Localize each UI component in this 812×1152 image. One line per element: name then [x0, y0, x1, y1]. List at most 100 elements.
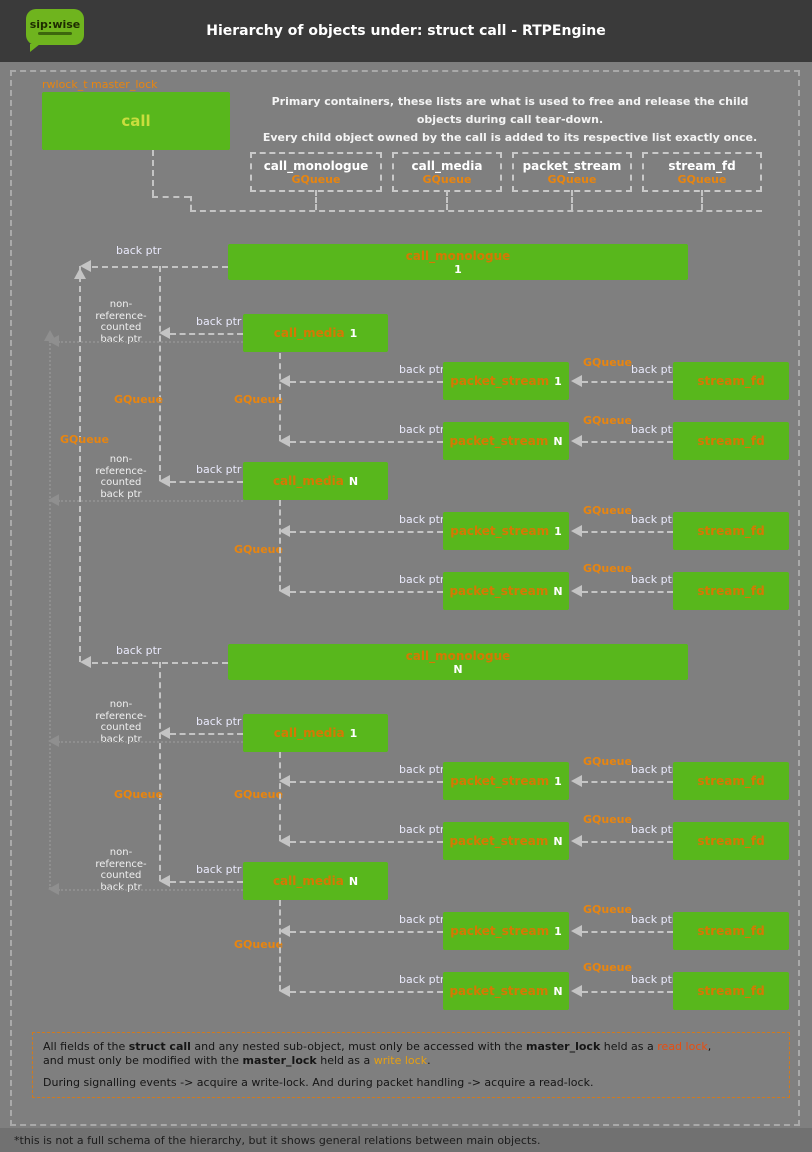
packet-stream-box: packet_stream 1	[443, 362, 569, 400]
note-text: and any nested sub-object, must only be …	[190, 1040, 527, 1053]
queue-box-call-media: call_media GQueue	[392, 152, 502, 192]
note-text: ,	[707, 1040, 712, 1053]
arrow-left-icon	[571, 775, 582, 787]
arrow-left-icon	[159, 875, 170, 887]
arrow-left-icon	[159, 727, 170, 739]
back-ptr-label: back ptr	[631, 763, 677, 776]
back-ptr-label: back ptr	[196, 463, 242, 476]
note-text: All fields of the	[43, 1040, 129, 1053]
node-number: N	[553, 834, 563, 848]
connector-line	[582, 531, 673, 533]
node-name: stream_fd	[697, 924, 765, 938]
arrow-left-icon	[279, 835, 290, 847]
queue-box-stream-fd: stream_fd GQueue	[642, 152, 762, 192]
monologue-media-trunk	[159, 662, 161, 881]
back-ptr-label: back ptr	[631, 913, 677, 926]
node-name: stream_fd	[697, 584, 765, 598]
arrow-left-icon	[571, 435, 582, 447]
arrow-left-icon	[571, 985, 582, 997]
packet-stream-box: packet_stream N	[443, 572, 569, 610]
node-name: packet_stream	[449, 584, 549, 598]
node-number: 1	[349, 326, 358, 340]
arrow-left-icon	[571, 585, 582, 597]
call-monologue-n-bar: call_monologue N	[228, 644, 688, 680]
arrow-left-icon	[279, 585, 290, 597]
connector-line	[290, 841, 443, 843]
arrow-left-icon	[159, 327, 170, 339]
queue-name: packet_stream	[522, 159, 622, 173]
gqueue-label: GQueue	[583, 961, 632, 974]
connector-line	[190, 196, 192, 210]
back-ptr-label: back ptr	[631, 513, 677, 526]
note-text: held as a	[600, 1040, 658, 1053]
arrow-left-icon	[571, 835, 582, 847]
nonref-connector-line	[58, 889, 243, 891]
back-ptr-label: back ptr	[399, 823, 445, 836]
stream-fd-box: stream_fd	[673, 972, 789, 1010]
connector-line	[290, 781, 443, 783]
connector-line	[290, 591, 443, 593]
packet-stream-box: packet_stream 1	[443, 912, 569, 950]
node-name: stream_fd	[697, 374, 765, 388]
gqueue-label: GQueue	[234, 393, 283, 406]
packet-stream-box: packet_stream 1	[443, 762, 569, 800]
node-name: call_media	[273, 726, 345, 740]
call-box: call	[42, 92, 230, 150]
note-text: held as a	[316, 1053, 374, 1067]
sipwise-logo: sip:wise	[26, 9, 84, 52]
arrow-left-icon	[279, 525, 290, 537]
stream-fd-box: stream_fd	[673, 362, 789, 400]
write-lock-text: write lock	[373, 1053, 428, 1067]
node-name: call_media	[272, 474, 344, 488]
node-name: packet_stream	[450, 924, 550, 938]
connector-line	[290, 991, 443, 993]
diagram-frame	[10, 70, 800, 1126]
packet-stream-box: packet_stream N	[443, 422, 569, 460]
backptr-trunk	[79, 266, 81, 662]
arrow-up-icon	[74, 268, 86, 279]
back-ptr-label: back ptr	[399, 763, 445, 776]
node-name: call_media	[273, 326, 345, 340]
queue-name: call_monologue	[263, 159, 369, 173]
arrow-left-icon	[571, 375, 582, 387]
note-line-3: During signalling events -> acquire a wr…	[43, 1076, 594, 1089]
gqueue-label: GQueue	[583, 813, 632, 826]
node-name: packet_stream	[450, 774, 550, 788]
gqueue-label: GQueue	[422, 173, 472, 186]
connector-line	[582, 781, 673, 783]
note-text: and must only be modified with the	[43, 1053, 243, 1067]
note-line-1: All fields of the struct call and any ne…	[43, 1040, 779, 1054]
node-number: 1	[554, 374, 562, 388]
arrow-left-icon	[48, 494, 59, 506]
back-ptr-label: back ptr	[196, 863, 242, 876]
connector-line	[290, 531, 443, 533]
stream-fd-box: stream_fd	[673, 822, 789, 860]
media-stream-trunk	[279, 353, 281, 441]
connector-line	[571, 190, 573, 210]
node-number: 1	[554, 924, 562, 938]
node-name: stream_fd	[697, 774, 765, 788]
arrow-left-icon	[80, 260, 91, 272]
back-ptr-label: back ptr	[631, 423, 677, 436]
back-ptr-label: back ptr	[631, 363, 677, 376]
connector-line	[582, 441, 673, 443]
stream-fd-box: stream_fd	[673, 512, 789, 550]
nonref-backptr-trunk	[49, 341, 51, 889]
node-number: N	[348, 874, 359, 888]
connector-line	[170, 881, 243, 883]
node-name: stream_fd	[697, 524, 765, 538]
call-media-box: call_media 1	[243, 314, 388, 352]
nonref-backptr-label: non- reference- counted back ptr	[95, 454, 147, 500]
gqueue-label: GQueue	[677, 173, 727, 186]
header-bar: sip:wise Hierarchy of objects under: str…	[0, 0, 812, 62]
connector-line	[582, 381, 673, 383]
logo-bubble-tail	[30, 44, 40, 52]
arrow-left-icon	[279, 925, 290, 937]
packet-stream-box: packet_stream N	[443, 822, 569, 860]
logo-tagline-bar	[38, 32, 72, 35]
locking-note-box: All fields of the struct call and any ne…	[32, 1032, 790, 1098]
connector-line	[701, 190, 703, 210]
connector-line	[170, 733, 243, 735]
node-name: packet_stream	[450, 374, 550, 388]
back-ptr-label: back ptr	[399, 573, 445, 586]
